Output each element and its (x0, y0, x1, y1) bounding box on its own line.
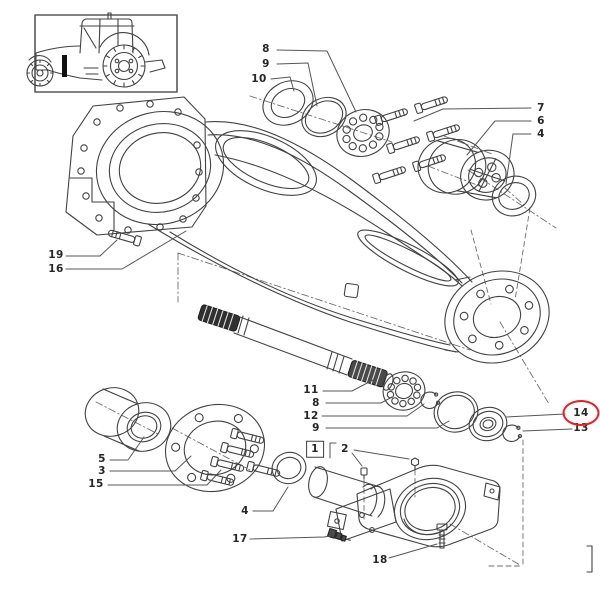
part-label-3[interactable]: 3 (98, 464, 106, 477)
part-label-17[interactable]: 17 (232, 532, 248, 545)
axle-housing (65, 96, 550, 364)
part-label-9[interactable]: 9 (312, 421, 320, 434)
tractor-rear-wheel (102, 44, 146, 88)
knuckle-flange (326, 482, 501, 542)
ring-part-10 (262, 80, 314, 126)
shaft-spline-tip-part-11 (347, 360, 388, 388)
plug-parts-2 (360, 457, 420, 480)
seal-ring-part-4-lower (271, 451, 307, 485)
tractor-body (28, 12, 166, 81)
shaft-body (233, 315, 353, 376)
corner-bracket (586, 545, 593, 573)
part-label-15[interactable]: 15 (88, 477, 104, 490)
part-label-14-highlighted[interactable]: 14 (562, 400, 600, 426)
part-label-16[interactable]: 16 (48, 262, 64, 275)
top-bearing-group (262, 80, 537, 217)
bushing-part-5 (84, 387, 172, 452)
knuckle-housing-body (356, 464, 501, 548)
housing-boss (95, 110, 225, 226)
axle-location-marker (62, 55, 67, 77)
shaft-spline-end (197, 304, 241, 332)
construction-lines (95, 95, 557, 567)
part-label-19[interactable]: 19 (48, 248, 64, 261)
axle-shaft-group (197, 304, 523, 443)
part-label-12[interactable]: 12 (303, 409, 319, 422)
part-label-6[interactable]: 6 (537, 114, 545, 127)
part-label-8[interactable]: 8 (262, 42, 270, 55)
housing-arm (147, 121, 473, 353)
part-label-10[interactable]: 10 (251, 72, 267, 85)
washer-part-14 (468, 406, 508, 442)
part-label-4[interactable]: 4 (537, 127, 545, 140)
part-label-1[interactable]: 1 (306, 440, 324, 458)
part-label-13[interactable]: 13 (573, 421, 589, 434)
bearing-part-8-lower (382, 371, 426, 411)
tractor-thumbnail (26, 12, 178, 93)
leader-lines (65, 49, 573, 559)
bearing-part-8 (336, 109, 390, 157)
part-label-2[interactable]: 2 (341, 442, 349, 455)
part-label-18[interactable]: 18 (372, 553, 388, 566)
part-label-5[interactable]: 5 (98, 452, 106, 465)
housing-hub-flange (444, 270, 550, 364)
part-label-7[interactable]: 7 (537, 101, 545, 114)
part-label-9[interactable]: 9 (262, 57, 270, 70)
part-label-11[interactable]: 11 (303, 383, 319, 396)
ring-part-9-lower (433, 391, 479, 433)
part-label-8[interactable]: 8 (312, 396, 320, 409)
bolt-part-18 (436, 523, 448, 549)
hub-part-6 (417, 137, 515, 201)
part-label-4[interactable]: 4 (241, 504, 249, 517)
tractor-front-wheel (26, 59, 54, 87)
bottom-hub-group (84, 387, 307, 493)
